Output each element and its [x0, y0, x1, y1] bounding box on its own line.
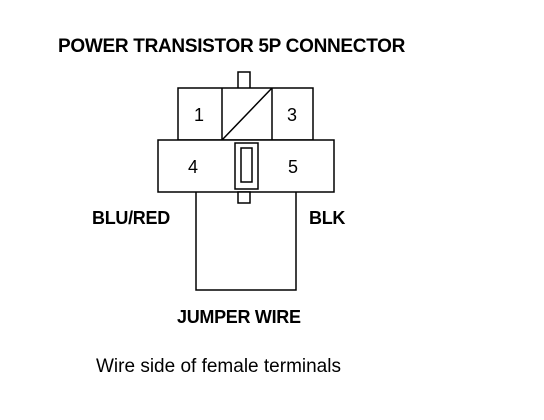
bottom-lock-tab — [237, 191, 251, 204]
pin-5-label: 5 — [288, 157, 298, 177]
connector-upper-row — [177, 87, 314, 141]
center-lock-latch — [240, 147, 253, 183]
wire-label-blk: BLK — [309, 208, 345, 228]
blocked-cavity-diagonal — [221, 87, 273, 141]
diagram-caption: Wire side of female terminals — [96, 356, 341, 377]
wire-label-blu-red: BLU/RED — [92, 208, 170, 228]
jumper-wire-label: JUMPER WIRE — [177, 307, 301, 327]
pin-1-label: 1 — [194, 105, 204, 125]
pin-3-label: 3 — [287, 105, 297, 125]
jumper-wire — [195, 192, 297, 291]
pin-4-label: 4 — [188, 157, 198, 177]
top-lock-tab — [237, 71, 251, 90]
diagram-title: POWER TRANSISTOR 5P CONNECTOR — [58, 36, 406, 57]
